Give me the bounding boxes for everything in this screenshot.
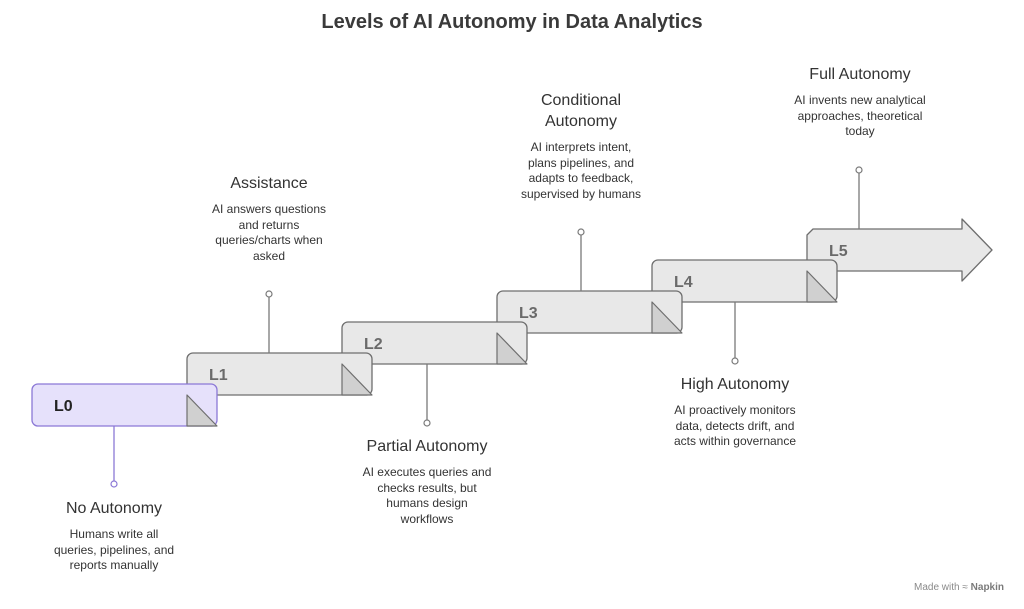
step-level-1 <box>186 352 373 396</box>
level-desc: AI executes queries and checks results, … <box>362 465 492 526</box>
napkin-icon: ≈ <box>962 582 968 593</box>
level-desc: AI answers questions and returns queries… <box>211 202 327 263</box>
step-body <box>341 321 528 365</box>
label-level-4: High Autonomy AI proactively monitors da… <box>668 374 802 450</box>
step-body <box>496 290 683 334</box>
label-level-2: Partial Autonomy AI executes queries and… <box>362 436 492 527</box>
step-fold-5 <box>806 270 838 303</box>
level-desc: AI proactively monitors data, detects dr… <box>673 403 797 448</box>
step-code-0: L0 <box>54 398 73 415</box>
level-name: No Autonomy <box>65 500 163 517</box>
step-fold-1 <box>186 394 218 427</box>
step-body <box>186 352 373 396</box>
level-desc: Humans write all queries, pipelines, and… <box>53 527 175 572</box>
level-name: Full Autonomy <box>809 66 911 83</box>
step-arrow-body <box>806 218 993 282</box>
step-level-3 <box>496 290 683 334</box>
level-name: Conditional Autonomy <box>540 92 622 130</box>
step-fold-2 <box>341 363 373 396</box>
level-desc: AI invents new analytical approaches, th… <box>794 93 926 138</box>
label-level-1: Assistance AI answers questions and retu… <box>204 173 334 264</box>
step-code-1: L1 <box>209 367 228 384</box>
step-body <box>31 383 218 427</box>
connector-dot-0 <box>110 480 118 488</box>
watermark: Made with ≈ Napkin <box>914 582 1004 593</box>
step-fold-4 <box>651 301 683 334</box>
level-name: Assistance <box>230 175 308 192</box>
connector-dot-1 <box>265 290 273 298</box>
diagram-title: Levels of AI Autonomy in Data Analytics <box>321 11 703 33</box>
level-name: High Autonomy <box>680 376 790 393</box>
connector-dot-4 <box>731 357 739 365</box>
step-level-4 <box>651 259 838 303</box>
step-code-3: L3 <box>519 305 538 322</box>
level-name: Partial Autonomy <box>366 438 488 455</box>
step-level-5 <box>806 218 993 282</box>
label-level-0: No Autonomy Humans write all queries, pi… <box>49 498 179 574</box>
watermark-prefix: Made with <box>914 582 960 593</box>
label-level-3: Conditional Autonomy AI interprets inten… <box>516 90 646 202</box>
connector-dot-5 <box>855 166 863 174</box>
label-level-5: Full Autonomy AI invents new analytical … <box>793 64 927 140</box>
step-fold-3 <box>496 332 528 365</box>
step-level-0 <box>31 383 218 427</box>
connector-dot-3 <box>577 228 585 236</box>
step-level-2 <box>341 321 528 365</box>
connector-dot-2 <box>423 419 431 427</box>
level-desc: AI interprets intent, plans pipelines, a… <box>520 140 642 201</box>
step-body <box>651 259 838 303</box>
step-code-4: L4 <box>674 274 693 291</box>
watermark-brand: Napkin <box>970 582 1004 593</box>
step-code-5: L5 <box>829 243 848 260</box>
step-code-2: L2 <box>364 336 383 353</box>
